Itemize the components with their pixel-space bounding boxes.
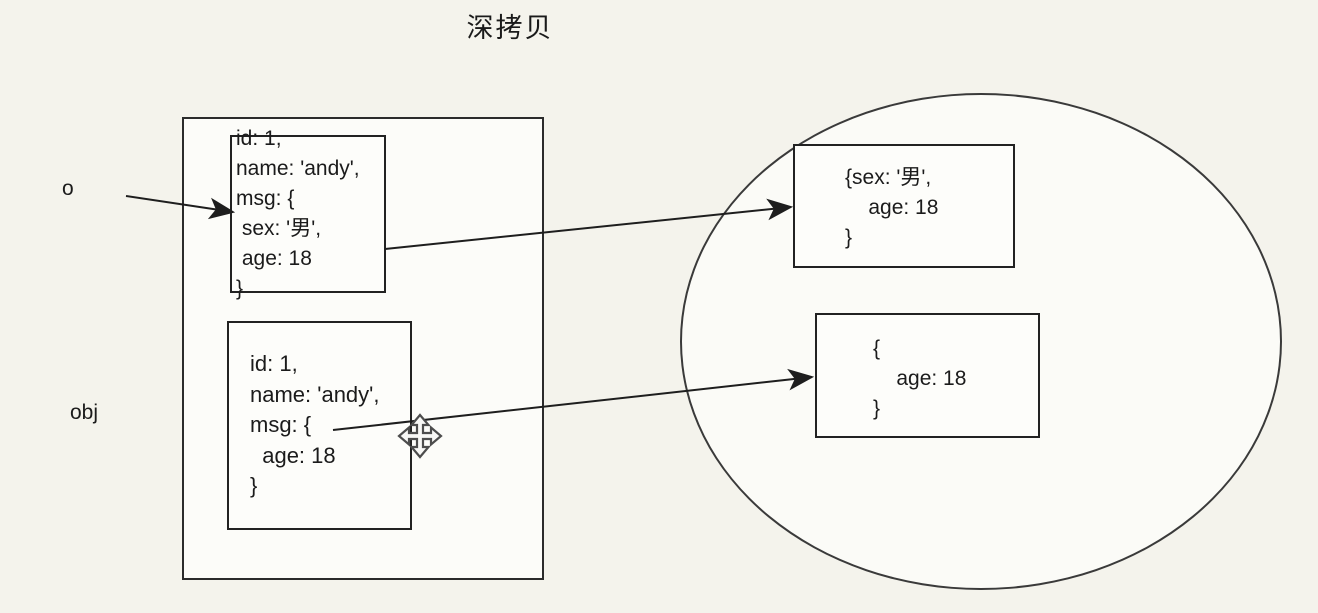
heap-box-o-msg-code: {sex: '男', age: 18 } — [845, 166, 939, 249]
heap-box-o-msg: {sex: '男', age: 18 } — [793, 144, 1015, 268]
object-box-o: id: 1, name: 'andy', msg: { sex: '男', ag… — [230, 127, 386, 300]
object-box-o-code: id: 1, name: 'andy', msg: { sex: '男', ag… — [236, 127, 360, 300]
object-box-obj-code: id: 1, name: 'andy', msg: { age: 18 } — [250, 351, 380, 498]
object-box-obj: id: 1, name: 'andy', msg: { age: 18 } — [227, 321, 412, 530]
diagram-title: 深拷贝 — [466, 13, 554, 43]
variable-label-obj: obj — [70, 401, 99, 424]
heap-box-obj-msg: { age: 18 } — [815, 313, 1040, 438]
variable-label-o: o — [62, 177, 74, 200]
heap-box-obj-msg-code: { age: 18 } — [873, 337, 967, 420]
